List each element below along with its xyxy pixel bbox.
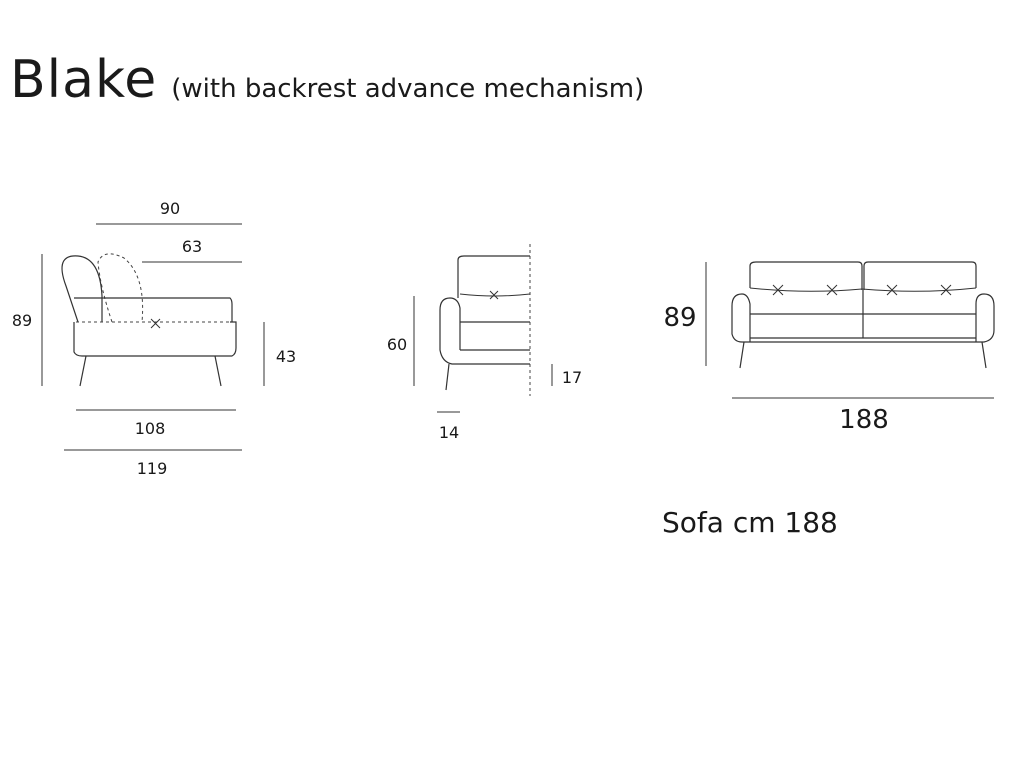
dim-height-arm: 60 [387,335,407,354]
dim-depth-extended: 119 [137,459,168,478]
leg [445,363,450,391]
back-cushion [457,255,530,298]
dim-depth-top: 90 [160,199,180,218]
dim-depth-base: 108 [135,419,166,438]
dim-height-total: 89 [12,311,32,330]
arm [439,297,530,365]
tuft-mark-icon [150,318,161,329]
tuft-mark-icon [489,290,499,300]
arms-and-base [731,293,995,343]
page-title: Blake (with backrest advance mechanism) [10,50,644,110]
leg-left [739,341,745,369]
tuft-mark-icon [826,284,838,296]
tuft-mark-icon [940,284,952,296]
tuft-mark-icon [886,284,898,296]
front-view: 89 188 [663,261,995,435]
dim-front-width: 188 [839,405,889,435]
dim-depth-seat: 63 [182,237,202,256]
product-caption: Sofa cm 188 [662,506,838,539]
seat-cushion [74,297,233,322]
armrest-view: 60 14 17 [387,244,582,442]
leg-front [79,355,87,387]
tuft-mark-icon [772,284,784,296]
side-view: 90 63 89 43 108 119 [12,199,296,478]
backrest-solid [61,255,103,323]
leg-right [981,341,987,369]
model-name: Blake [10,50,158,110]
model-subtitle: (with backrest advance mechanism) [171,74,645,104]
leg-back [214,355,222,387]
seat-base [73,321,237,357]
back-cushion-left [749,261,863,290]
dim-leg-height: 17 [562,368,582,387]
dim-arm-width: 14 [439,423,459,442]
dim-front-height: 89 [663,303,696,333]
back-cushion-right [863,261,977,290]
dim-height-seat: 43 [276,347,296,366]
back-seam [749,287,977,292]
backrest-advanced [97,253,144,323]
